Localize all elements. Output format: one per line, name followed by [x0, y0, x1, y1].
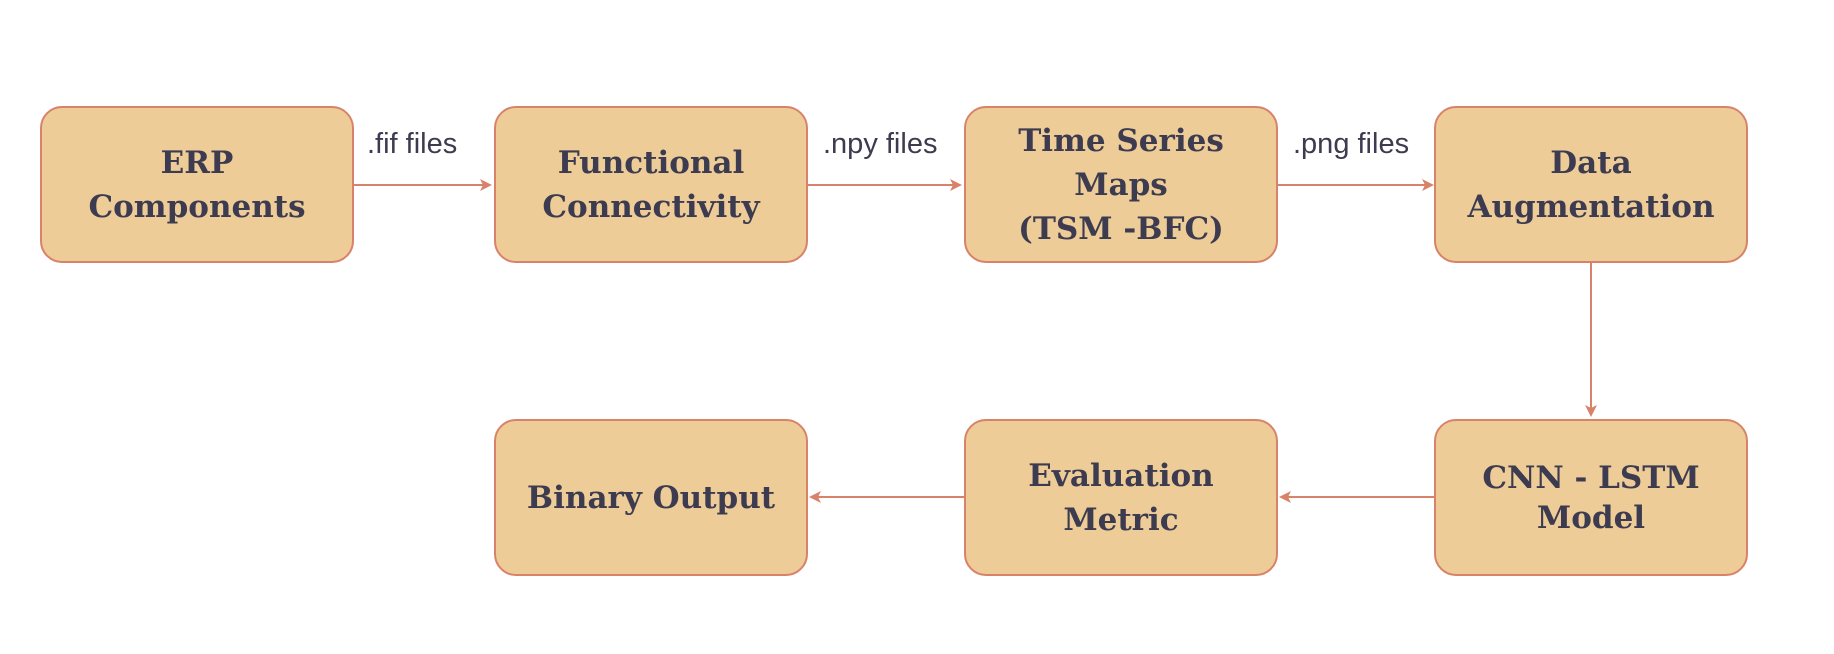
edge-label-png-files: .png files: [1293, 128, 1410, 160]
edge-label-fif-files: .fif files: [367, 128, 458, 160]
node-functional-connectivity-label: Functional Connectivity: [542, 144, 760, 225]
node-time-series-maps-label: Time Series Maps (TSM -BFC): [1018, 122, 1224, 247]
edge-label-npy-files: .npy files: [823, 128, 938, 160]
node-time-series-maps: Time Series Maps (TSM -BFC): [964, 106, 1278, 263]
node-evaluation-metric-label: Evaluation Metric: [1028, 457, 1214, 538]
node-cnn-lstm-model: CNN - LSTM Model: [1434, 419, 1748, 576]
node-binary-output: Binary Output: [494, 419, 808, 576]
node-data-augmentation: Data Augmentation: [1434, 106, 1748, 263]
node-functional-connectivity: Functional Connectivity: [494, 106, 808, 263]
node-binary-output-label: Binary Output: [526, 479, 776, 516]
node-evaluation-metric: Evaluation Metric: [964, 419, 1278, 576]
node-data-augmentation-label: Data Augmentation: [1467, 144, 1715, 225]
node-erp-components-label: ERP Components: [88, 144, 306, 225]
node-cnn-lstm-model-label: CNN - LSTM Model: [1482, 459, 1700, 536]
node-erp-components: ERP Components: [40, 106, 354, 263]
